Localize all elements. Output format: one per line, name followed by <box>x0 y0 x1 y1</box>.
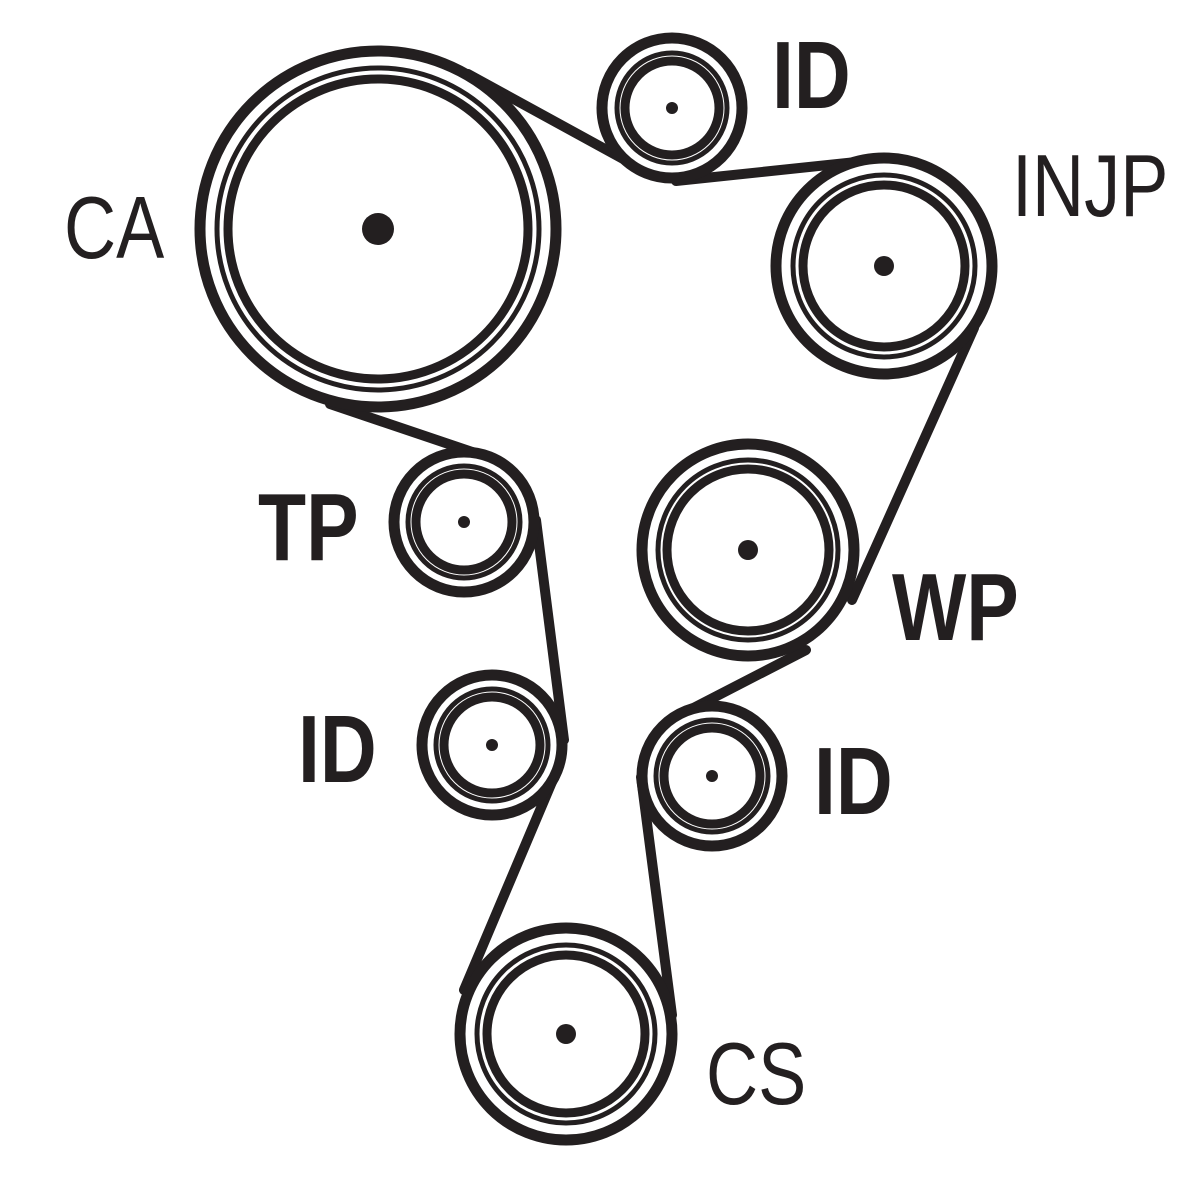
belt-segment-cs-to-id-left <box>459 765 562 995</box>
pulley-inner-rim <box>662 464 834 636</box>
pulley-cs <box>454 922 678 1146</box>
pulley-inner-rim <box>223 74 533 384</box>
pulley-center-dot <box>486 739 498 751</box>
pulley-id-left <box>416 669 568 821</box>
label-wp: WP <box>892 554 1019 661</box>
label-injp: INJP <box>1012 136 1169 235</box>
pulley-outer-rim <box>790 172 978 360</box>
pulley-center-dot <box>362 213 394 245</box>
label-id-top: ID <box>772 22 851 129</box>
pulley-outer-rim <box>614 50 730 166</box>
pulley-outer-rim <box>653 717 771 835</box>
pulley-inner-rim <box>482 950 650 1118</box>
pulley-wp <box>636 438 860 662</box>
pulley-outer-rim <box>214 65 542 393</box>
pulley-inner-rim <box>798 180 970 352</box>
pulley-inner-rim <box>411 469 517 575</box>
label-id-left: ID <box>298 696 377 803</box>
pulley-id-right <box>636 700 788 852</box>
pulley-outer-rim <box>474 942 658 1126</box>
pulley-inner-rim <box>439 692 545 798</box>
pulley-center-dot <box>706 770 718 782</box>
label-tp: TP <box>258 474 359 581</box>
pulley-ca <box>194 45 562 413</box>
belt-segment-id-left-to-tp <box>531 515 569 745</box>
belt-segment-id-right-to-cs <box>636 772 677 1020</box>
pulley-tp <box>388 446 540 598</box>
pulley-injp <box>770 152 998 380</box>
label-cs: CS <box>706 1024 807 1123</box>
pulley-outer-rim <box>655 457 841 643</box>
pulley-center-dot <box>666 102 678 114</box>
belt-segment-injp-to-wp <box>847 323 979 605</box>
pulley-id-top <box>596 32 748 184</box>
pulley-outer-rim <box>405 463 523 581</box>
pulley-center-dot <box>874 256 894 276</box>
pulley-inner-rim <box>620 56 724 160</box>
pulley-center-dot <box>556 1024 576 1044</box>
pulley-center-dot <box>738 540 758 560</box>
pulley-center-dot <box>458 516 470 528</box>
label-ca: CA <box>64 178 165 277</box>
pulley-inner-rim <box>659 723 765 829</box>
label-id-right: ID <box>814 728 893 835</box>
pulley-outer-rim <box>433 686 551 804</box>
